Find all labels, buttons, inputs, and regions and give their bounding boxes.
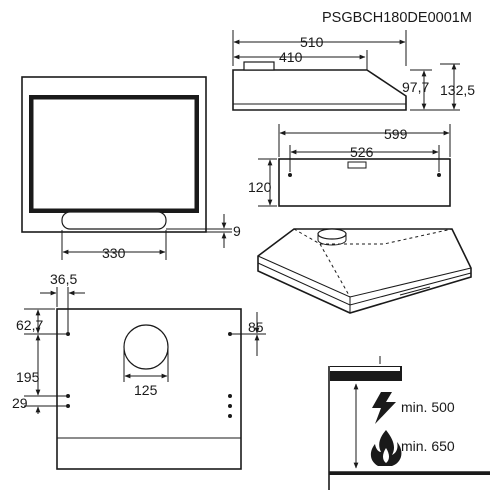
dim-slot-offset: 9 <box>233 223 241 239</box>
dim-total-height: 132,5 <box>440 82 475 98</box>
dim-total-depth: 510 <box>300 34 324 50</box>
duct-hole <box>123 324 169 370</box>
side-view: 510 410 97,7 132,5 <box>232 30 475 111</box>
clearance-gas-label: min. 650 <box>401 438 455 454</box>
dim-duct-diameter: 125 <box>134 382 158 398</box>
template-outline <box>56 308 242 470</box>
clearance-diagram: min. 500 min. 650 <box>328 356 490 490</box>
dim-front-height: 97,7 <box>402 79 429 95</box>
hob-surface <box>329 472 490 475</box>
dim-top-offset: 62,7 <box>16 317 43 333</box>
model-code: PSGBCH180DE0001M <box>322 10 472 26</box>
dim-inner-depth: 410 <box>279 49 303 65</box>
dim-rear-height: 120 <box>248 179 272 195</box>
front-outer <box>21 76 207 233</box>
dim-slot-width: 330 <box>102 245 126 261</box>
dim-right-top-offset: 85 <box>248 319 264 335</box>
side-profile <box>232 69 407 111</box>
dim-hole-spacing: 526 <box>350 144 374 160</box>
lightning-bolt-icon <box>372 392 396 424</box>
duct-collar <box>243 61 275 71</box>
dim-left-offset: 36,5 <box>50 271 77 287</box>
dim-hole-spacing-vertical: 195 <box>16 369 40 385</box>
rear-body <box>278 158 451 207</box>
dim-width: 599 <box>384 126 408 142</box>
front-slot <box>61 211 167 230</box>
clearance-electric-label: min. 500 <box>401 399 455 415</box>
dim-hole-spacing-small: 29 <box>12 395 28 411</box>
front-view: 330 9 <box>21 76 241 261</box>
iso-outline <box>257 228 472 314</box>
flame-icon <box>370 430 402 466</box>
iso-duct <box>317 228 347 240</box>
rear-view: 599 526 120 <box>248 124 451 207</box>
mounting-template: 36,5 62,7 85 195 29 125 <box>12 271 266 470</box>
isometric-view <box>257 228 472 314</box>
